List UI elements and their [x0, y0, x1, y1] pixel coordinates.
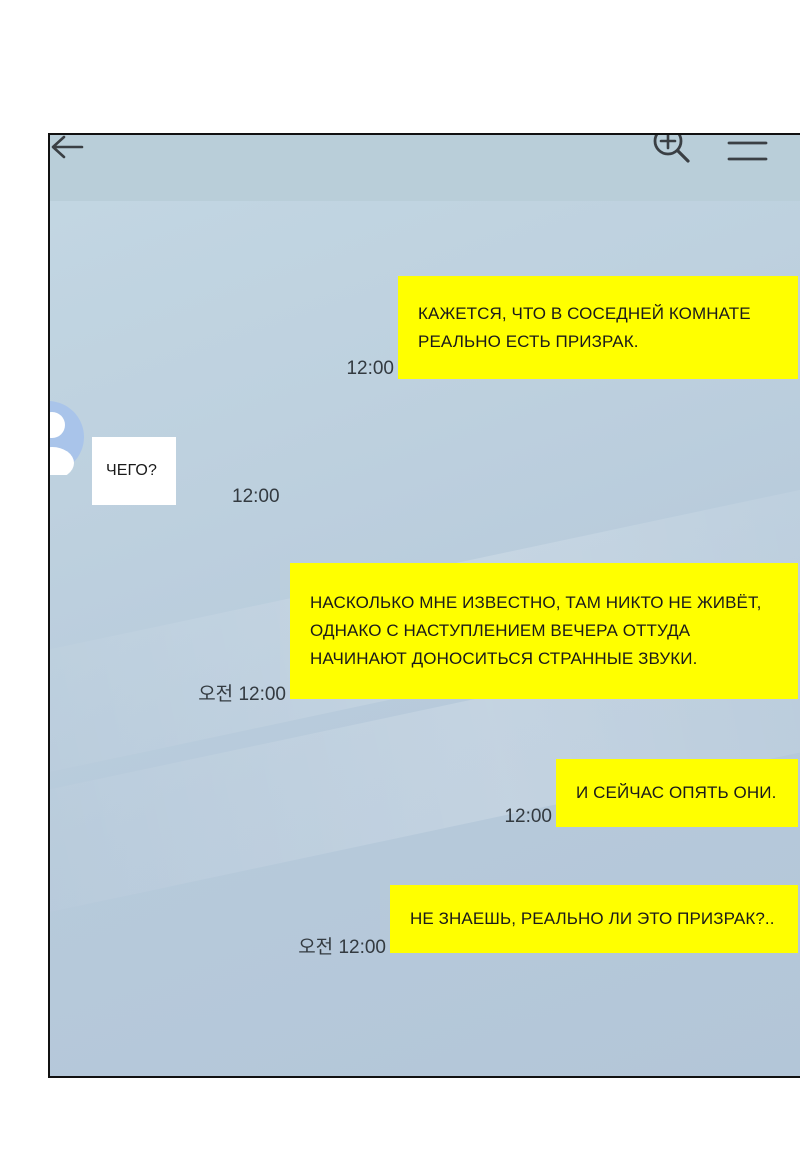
message-bubble-outgoing[interactable]: КАЖЕТСЯ, ЧТО В СОСЕДНЕЙ КОМНАТЕ РЕАЛЬНО … — [398, 276, 798, 379]
message-timestamp: 12:00 — [232, 486, 280, 507]
zoom-in-icon[interactable] — [648, 133, 694, 167]
message-timestamp: 오전 12:00 — [198, 684, 286, 705]
message-bubble-outgoing[interactable]: НАСКОЛЬКО МНЕ ИЗВЕСТНО, ТАМ НИКТО НЕ ЖИВ… — [290, 563, 798, 699]
message-timestamp: 12:00 — [504, 806, 552, 827]
hamburger-menu-icon[interactable] — [726, 135, 770, 165]
avatar[interactable] — [50, 399, 84, 475]
arrow-left-icon[interactable] — [50, 133, 86, 161]
message-bubble-outgoing[interactable]: И СЕЙЧАС ОПЯТЬ ОНИ. — [556, 759, 798, 827]
user-avatar-icon — [50, 401, 84, 475]
chat-header — [50, 135, 800, 201]
message-timestamp: 오전 12:00 — [298, 937, 386, 958]
message-bubble-outgoing[interactable]: НЕ ЗНАЕШЬ, РЕАЛЬНО ЛИ ЭТО ПРИЗРАК?.. — [390, 885, 798, 953]
message-timestamp: 12:00 — [346, 358, 394, 379]
chat-panel: КАЖЕТСЯ, ЧТО В СОСЕДНЕЙ КОМНАТЕ РЕАЛЬНО … — [48, 133, 800, 1078]
message-bubble-incoming[interactable]: ЧЕГО? — [92, 437, 176, 505]
